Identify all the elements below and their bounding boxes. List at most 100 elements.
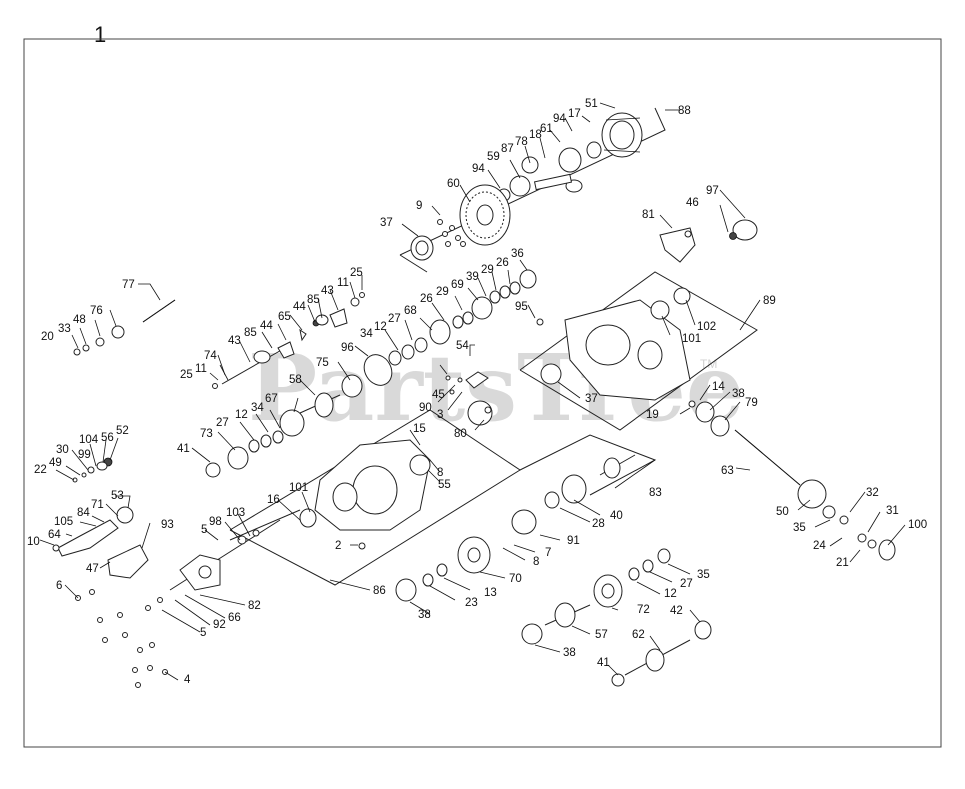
shift-linkage-left[interactable] (52, 457, 149, 579)
callout-67[interactable]: 67 (265, 393, 278, 405)
main-housing-lower[interactable] (299, 439, 431, 550)
shift-shafts[interactable] (73, 292, 365, 389)
callout-61[interactable]: 61 (540, 123, 553, 135)
callout-66[interactable]: 66 (228, 612, 241, 624)
callout-8b[interactable]: 8 (533, 556, 539, 568)
callout-86[interactable]: 86 (373, 585, 386, 597)
callout-13[interactable]: 13 (484, 587, 497, 599)
callout-43[interactable]: 43 (321, 285, 334, 297)
callout-48[interactable]: 48 (73, 314, 86, 326)
callout-30[interactable]: 30 (56, 444, 69, 456)
callout-20[interactable]: 20 (41, 331, 54, 343)
callout-27b[interactable]: 27 (216, 417, 229, 429)
callout-81[interactable]: 81 (642, 209, 655, 221)
callout-15[interactable]: 15 (413, 423, 426, 435)
callout-57[interactable]: 57 (595, 629, 608, 641)
callout-75[interactable]: 75 (316, 357, 329, 369)
callout-19[interactable]: 19 (646, 409, 659, 421)
callout-52[interactable]: 52 (116, 425, 129, 437)
callout-63[interactable]: 63 (721, 465, 734, 477)
callout-38[interactable]: 38 (732, 388, 745, 400)
callout-43b[interactable]: 43 (228, 335, 241, 347)
callout-105[interactable]: 105 (54, 516, 73, 528)
callout-39[interactable]: 39 (466, 271, 479, 283)
callout-45[interactable]: 45 (432, 389, 445, 401)
callout-98[interactable]: 98 (209, 516, 222, 528)
callout-101[interactable]: 101 (682, 333, 701, 345)
callout-12[interactable]: 12 (374, 321, 387, 333)
callout-40[interactable]: 40 (610, 510, 623, 522)
callout-103[interactable]: 103 (226, 507, 245, 519)
callout-32[interactable]: 32 (866, 487, 879, 499)
callout-90[interactable]: 90 (419, 402, 432, 414)
callout-11b[interactable]: 11 (195, 363, 207, 375)
callout-3[interactable]: 3 (437, 409, 443, 421)
callout-49[interactable]: 49 (49, 457, 62, 469)
callout-21[interactable]: 21 (836, 557, 849, 569)
callout-102[interactable]: 102 (697, 321, 716, 333)
axle-63[interactable] (484, 363, 896, 561)
callout-16[interactable]: 16 (267, 494, 280, 506)
callout-93[interactable]: 93 (161, 519, 174, 531)
callout-65[interactable]: 65 (278, 311, 291, 323)
callout-82[interactable]: 82 (248, 600, 261, 612)
callout-25[interactable]: 25 (350, 267, 363, 279)
gear-cluster-upper[interactable] (388, 269, 537, 366)
cover-plate[interactable] (179, 509, 301, 591)
shaft-58[interactable] (299, 374, 363, 418)
callout-41b[interactable]: 41 (597, 657, 610, 669)
belt-96[interactable] (359, 350, 398, 391)
ring-gear[interactable] (410, 184, 511, 261)
callout-101b[interactable]: 101 (289, 482, 308, 494)
callout-72[interactable]: 72 (637, 604, 650, 616)
callout-100[interactable]: 100 (908, 519, 927, 531)
callout-94b[interactable]: 94 (472, 163, 485, 175)
callout-4[interactable]: 4 (184, 674, 191, 686)
callout-60[interactable]: 60 (447, 178, 460, 190)
callout-5[interactable]: 5 (201, 524, 207, 536)
callout-96[interactable]: 96 (341, 342, 354, 354)
callout-14[interactable]: 14 (712, 381, 725, 393)
callout-53[interactable]: 53 (111, 490, 124, 502)
callout-24[interactable]: 24 (813, 540, 826, 552)
callout-62[interactable]: 62 (632, 629, 645, 641)
callout-77[interactable]: 77 (122, 279, 135, 291)
callout-97[interactable]: 97 (706, 185, 719, 197)
callout-76[interactable]: 76 (90, 305, 103, 317)
callout-73[interactable]: 73 (200, 428, 213, 440)
callout-94[interactable]: 94 (553, 113, 566, 125)
callout-35[interactable]: 35 (793, 522, 806, 534)
callout-23[interactable]: 23 (465, 597, 478, 609)
callout-92[interactable]: 92 (213, 619, 226, 631)
callout-10[interactable]: 10 (27, 536, 40, 548)
callout-36[interactable]: 36 (511, 248, 524, 260)
callout-55[interactable]: 55 (438, 479, 451, 491)
callout-31[interactable]: 31 (886, 505, 899, 517)
callout-9[interactable]: 9 (416, 200, 422, 212)
gear-train-lower[interactable] (395, 454, 712, 687)
callout-26[interactable]: 26 (496, 257, 509, 269)
callout-56[interactable]: 56 (101, 432, 114, 444)
callout-80[interactable]: 80 (454, 428, 467, 440)
callout-71[interactable]: 71 (91, 499, 104, 511)
callout-88[interactable]: 88 (678, 105, 691, 117)
callout-42[interactable]: 42 (670, 605, 683, 617)
callout-34b[interactable]: 34 (251, 402, 264, 414)
callout-34[interactable]: 34 (360, 328, 373, 340)
callout-11[interactable]: 11 (337, 277, 349, 289)
callout-12c[interactable]: 12 (664, 588, 677, 600)
callout-85[interactable]: 85 (307, 294, 320, 306)
callout-12b[interactable]: 12 (235, 409, 248, 421)
differential-carrier-assembly[interactable] (497, 112, 643, 202)
callout-25b[interactable]: 25 (180, 369, 193, 381)
callout-68[interactable]: 68 (404, 305, 417, 317)
callout-37[interactable]: 37 (380, 217, 393, 229)
callout-18[interactable]: 18 (529, 129, 542, 141)
callout-5b[interactable]: 5 (200, 627, 206, 639)
callout-91[interactable]: 91 (567, 535, 580, 547)
callout-28[interactable]: 28 (592, 518, 605, 530)
callout-27[interactable]: 27 (388, 313, 401, 325)
callout-85b[interactable]: 85 (244, 327, 257, 339)
callout-27c[interactable]: 27 (680, 578, 693, 590)
cap-97[interactable] (729, 219, 758, 241)
